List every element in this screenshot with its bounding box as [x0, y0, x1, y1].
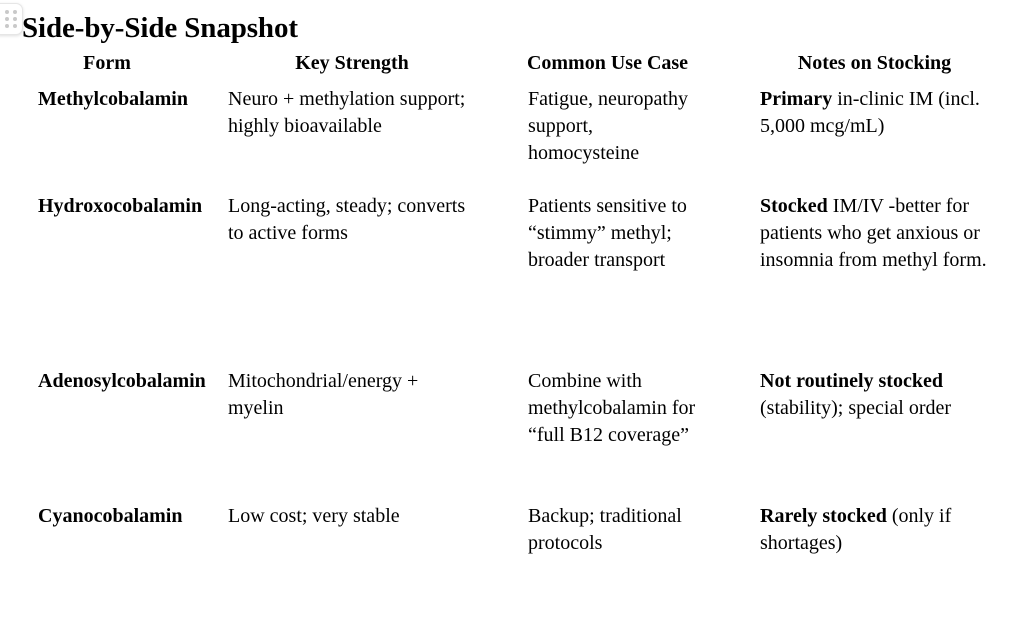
cell-use-case: Backup; traditional protocols — [528, 505, 682, 554]
column-header-notes: Notes on Stocking — [797, 52, 952, 74]
cell-notes: Primary in-clinic IM (incl. 5,000 mcg/mL… — [725, 86, 1024, 193]
drag-dot — [5, 17, 9, 21]
notes-text: IM/IV -better for patients who get anxio… — [760, 195, 987, 271]
notes-emphasis: Rarely stocked — [760, 505, 887, 527]
table-body: Methylcobalamin Neuro + methylation supp… — [0, 86, 1024, 610]
table-header-row: Form Key Strength Common Use Case Notes … — [0, 42, 1024, 86]
cell-notes: Rarely stocked (only if shortages) — [725, 503, 1024, 610]
drag-dot — [13, 24, 17, 28]
drag-handle[interactable] — [0, 3, 23, 35]
notes-emphasis: Not routinely stocked — [760, 370, 943, 392]
column-header-use-case: Common Use Case — [526, 52, 689, 74]
column-header-strength: Key Strength — [295, 52, 409, 74]
cell-form: Cyanocobalamin — [38, 505, 183, 527]
cell-form: Adenosylcobalamin — [38, 370, 206, 392]
cell-use-case: Patients sensitive to “stimmy” methyl; b… — [528, 195, 687, 271]
cell-notes: Stocked IM/IV -better for patients who g… — [725, 193, 1024, 368]
table-row: Cyanocobalamin Low cost; very stable Bac… — [0, 503, 1024, 610]
drag-dot — [5, 24, 9, 28]
table-row: Hydroxocobalamin Long-acting, steady; co… — [0, 193, 1024, 368]
notes-emphasis: Primary — [760, 88, 833, 110]
drag-dot — [13, 10, 17, 14]
cell-use-case: Combine with methylcobalamin for “full B… — [528, 370, 696, 446]
cell-strength: Low cost; very stable — [228, 505, 400, 527]
column-header-form: Form — [83, 52, 131, 74]
notes-text: in-clinic IM (incl. 5,000 mcg/mL) — [760, 88, 980, 137]
table-row: Methylcobalamin Neuro + methylation supp… — [0, 86, 1024, 193]
table-row: Adenosylcobalamin Mitochondrial/energy +… — [0, 368, 1024, 503]
cell-form: Methylcobalamin — [38, 88, 188, 110]
cell-form: Hydroxocobalamin — [38, 195, 203, 217]
page-title: Side-by-Side Snapshot — [22, 12, 298, 45]
notes-text: (stability); special order — [760, 397, 952, 419]
notes-text: (only if shortages) — [760, 505, 952, 554]
cell-strength: Neuro + methylation support; highly bioa… — [228, 88, 466, 137]
cell-strength: Mitochondrial/energy + myelin — [228, 370, 419, 419]
drag-handle-dots-icon — [5, 10, 17, 28]
table-header: Form Key Strength Common Use Case Notes … — [0, 42, 1024, 86]
comparison-table: Form Key Strength Common Use Case Notes … — [0, 42, 1024, 610]
cell-notes: Not routinely stocked (stability); speci… — [725, 368, 1024, 503]
drag-dot — [5, 10, 9, 14]
cell-use-case: Fatigue, neuropathy support, homocystein… — [528, 88, 688, 164]
cell-strength: Long-acting, steady; converts to active … — [228, 195, 466, 244]
drag-dot — [13, 17, 17, 21]
notes-emphasis: Stocked — [760, 195, 828, 217]
